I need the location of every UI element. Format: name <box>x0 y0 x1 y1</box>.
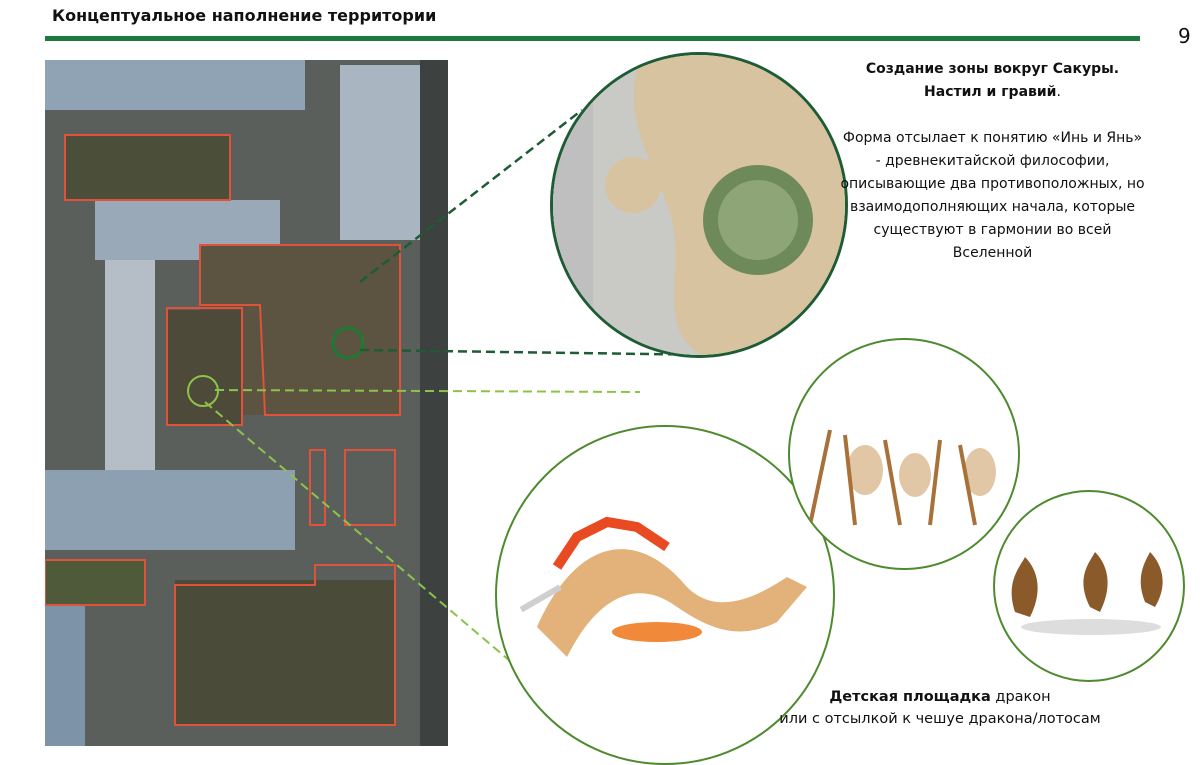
aerial-site-map <box>45 60 448 746</box>
sakura-description: Форма отсылает к понятию «Инь и Янь» - д… <box>840 130 1145 261</box>
dragon-scale-pods-render <box>993 490 1185 682</box>
sakura-heading-line1: Создание зоны вокруг Сакуры. <box>865 61 1120 77</box>
playground-caption: Детская площадка дракон или с отсылкой к… <box>740 686 1140 730</box>
sakura-description-block: Создание зоны вокруг Сакуры. Настил и гр… <box>840 58 1145 265</box>
playground-heading-rest: дракон <box>990 689 1051 705</box>
sakura-heading-line2: Настил и гравий <box>924 84 1057 100</box>
lotus-tower-playground-render <box>788 338 1020 570</box>
playground-heading: Детская площадка <box>829 689 991 705</box>
sakura-heading-end: . <box>1056 84 1061 100</box>
page-number: 9 <box>1178 24 1191 48</box>
playground-line2: или с отсылкой к чешуе дракона/лотосам <box>779 711 1101 727</box>
dragon-playground-render <box>495 425 835 765</box>
sakura-zone-render <box>550 52 848 358</box>
title-divider <box>45 36 1140 41</box>
page-title: Концептуальное наполнение территории <box>52 6 437 25</box>
